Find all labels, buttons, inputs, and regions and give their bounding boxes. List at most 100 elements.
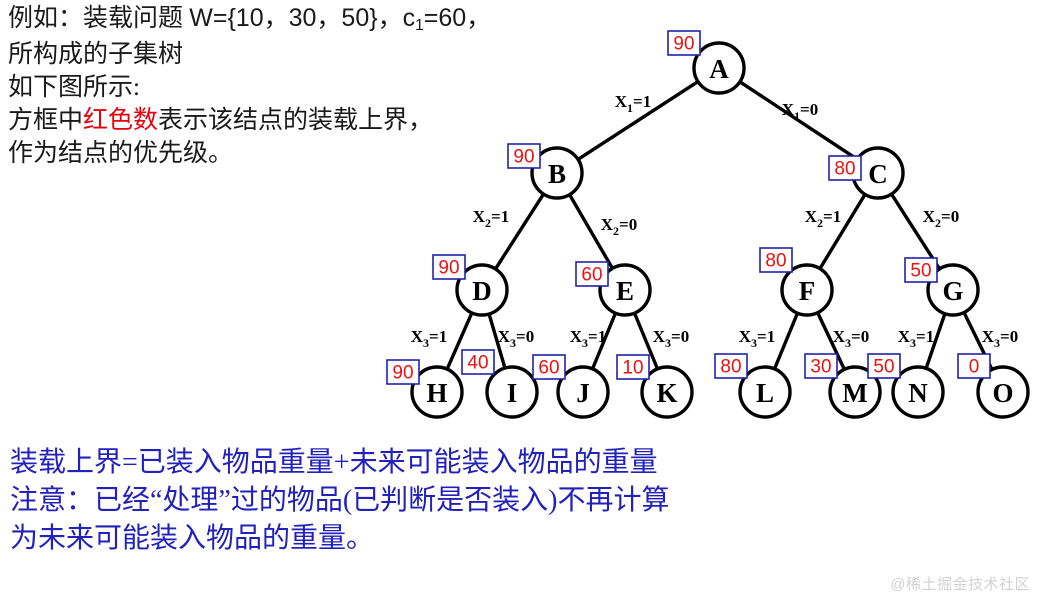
node-label-i: I [507, 378, 518, 408]
tree-node-j[interactable]: J [556, 365, 610, 419]
bound-box-e: 60 [575, 261, 609, 287]
node-circle-k [640, 365, 694, 419]
tree-edge-f-m [815, 310, 847, 372]
node-label-o: O [992, 378, 1013, 408]
edge-label-c-f: X2=1 [805, 207, 841, 230]
intro-formula-tail: =60， [423, 4, 492, 32]
tree-edge-b-d [493, 192, 546, 271]
tree-node-c[interactable]: C [851, 146, 905, 200]
tree-edge-c-g [889, 192, 942, 271]
intro-text-block: 例如：装载问题 W={10，30，50}，c1=60， 所构成的子集树 如下图所… [8, 2, 708, 170]
bound-box-c: 80 [828, 155, 862, 181]
bound-value-i: 40 [467, 353, 488, 374]
bound-box-frame-o [957, 353, 991, 379]
intro-formula-main: W={10，30，50}，c [189, 4, 416, 32]
bound-value-h: 90 [392, 363, 413, 384]
tree-edge-g-n [924, 311, 947, 371]
node-label-c: C [868, 159, 888, 189]
bound-box-l: 80 [714, 353, 748, 379]
bound-box-d: 90 [432, 254, 466, 280]
tree-edge-d-h [445, 311, 474, 371]
intro-line-4-suffix: 表示该结点的装载上界， [158, 107, 434, 134]
bound-box-o: 0 [957, 353, 991, 379]
conclusion-line-3: 为未来可能装入物品的重量。 [10, 523, 375, 554]
bound-box-frame-i [461, 349, 495, 375]
bound-box-j: 60 [532, 354, 566, 380]
bound-box-frame-l [714, 353, 748, 379]
node-label-e: E [616, 276, 634, 306]
tree-node-l[interactable]: L [738, 365, 792, 419]
bound-box-frame-h [386, 359, 420, 385]
bound-value-o: 0 [969, 357, 980, 378]
bound-value-c: 80 [834, 159, 855, 180]
conclusion-line-2: 注意：已经“处理”过的物品(已判断是否装入)不再计算 [10, 485, 670, 516]
tree-edge-c-f [818, 192, 867, 271]
node-label-d: D [472, 276, 492, 306]
node-circle-f [780, 263, 834, 317]
tree-node-i[interactable]: I [485, 365, 539, 419]
node-circle-n [891, 365, 945, 419]
edge-label-d-i: X3=0 [498, 327, 534, 350]
bound-box-frame-e [575, 261, 609, 287]
tree-node-d[interactable]: D [455, 263, 509, 317]
tree-node-k[interactable]: K [640, 365, 694, 419]
intro-formula-subscript: 1 [415, 17, 424, 35]
tree-edge-b-e [567, 192, 615, 271]
tree-edge-e-j [590, 311, 618, 371]
node-label-l: L [756, 378, 774, 408]
bound-box-frame-c [828, 155, 862, 181]
intro-line-1-formula: W={10，30，50}，c1=60， [189, 4, 492, 35]
node-label-n: N [908, 378, 928, 408]
bound-value-f: 80 [765, 251, 786, 272]
bound-box-frame-j [532, 354, 566, 380]
edge-label-g-n: X3=1 [898, 327, 934, 350]
tree-edge-f-l [772, 311, 800, 371]
edge-label-f-m: X3=0 [833, 327, 869, 350]
node-circle-j [556, 365, 610, 419]
node-label-m: M [842, 378, 867, 408]
edge-label-d-h: X3=1 [411, 327, 447, 350]
edge-label-e-j: X3=1 [570, 327, 606, 350]
node-label-j: J [576, 378, 590, 408]
node-circle-m [828, 365, 882, 419]
bound-box-frame-n [867, 353, 901, 379]
node-label-h: H [426, 378, 447, 408]
tree-node-e[interactable]: E [598, 263, 652, 317]
bound-box-k: 10 [616, 354, 650, 380]
bound-box-frame-k [616, 354, 650, 380]
bound-box-m: 30 [804, 353, 838, 379]
node-label-a: A [709, 54, 729, 84]
intro-line-4-prefix: 方框中 [8, 107, 84, 134]
intro-line-4-highlight: 红色数 [83, 107, 159, 134]
edge-label-e-k: X3=0 [653, 327, 689, 350]
bound-box-frame-f [759, 247, 793, 273]
bound-value-d: 90 [438, 258, 459, 279]
node-circle-l [738, 365, 792, 419]
node-label-k: K [656, 378, 677, 408]
tree-node-h[interactable]: H [410, 365, 464, 419]
bound-value-e: 60 [581, 265, 602, 286]
bound-value-g: 50 [910, 261, 931, 282]
conclusion-line-1: 装载上界=已装入物品重量+未来可能装入物品的重量 [10, 447, 658, 478]
tree-node-n[interactable]: N [891, 365, 945, 419]
node-circle-d [455, 263, 509, 317]
tree-node-f[interactable]: F [780, 263, 834, 317]
tree-node-o[interactable]: O [976, 365, 1030, 419]
bound-box-g: 50 [904, 257, 938, 283]
bound-value-m: 30 [810, 357, 831, 378]
tree-node-g[interactable]: G [926, 263, 980, 317]
tree-node-m[interactable]: M [828, 365, 882, 419]
node-label-f: F [799, 276, 816, 306]
bound-value-k: 10 [622, 358, 643, 379]
tree-edge-d-i [487, 312, 507, 370]
bound-value-l: 80 [720, 357, 741, 378]
intro-line-3: 如下图所示: [8, 74, 140, 101]
tree-edge-g-o [962, 310, 994, 372]
bound-value-j: 60 [538, 358, 559, 379]
bound-box-f: 80 [759, 247, 793, 273]
bound-box-frame-d [432, 254, 466, 280]
bound-box-h: 90 [386, 359, 420, 385]
intro-line-4: 方框中红色数表示该结点的装载上界， [8, 104, 708, 137]
bound-box-frame-g [904, 257, 938, 283]
tree-edge-a-c [738, 80, 859, 161]
